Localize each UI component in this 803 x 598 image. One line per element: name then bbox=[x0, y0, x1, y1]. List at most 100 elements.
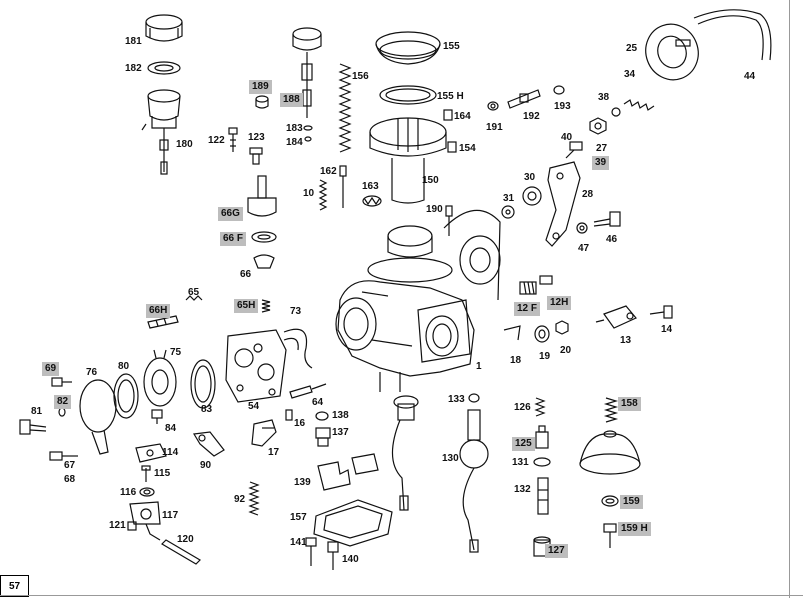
part-117-bracket-drawing bbox=[129, 501, 161, 541]
callout-139[interactable]: 139 bbox=[294, 477, 311, 488]
callout-121[interactable]: 121 bbox=[109, 520, 126, 531]
callout-54[interactable]: 54 bbox=[248, 401, 260, 412]
part-156-spring-drawing bbox=[338, 63, 352, 153]
callout-31[interactable]: 31 bbox=[503, 193, 515, 204]
callout-92[interactable]: 92 bbox=[234, 494, 246, 505]
callout-162[interactable]: 162 bbox=[320, 166, 337, 177]
part-44-hose-drawing bbox=[693, 9, 772, 61]
part-12f-fitting-drawing bbox=[519, 281, 537, 295]
callout-122[interactable]: 122 bbox=[208, 135, 225, 146]
callout-155-h[interactable]: 155 H bbox=[437, 91, 464, 102]
callout-64[interactable]: 64 bbox=[312, 397, 324, 408]
callout-189[interactable]: 189 bbox=[249, 80, 272, 94]
callout-34[interactable]: 34 bbox=[624, 69, 636, 80]
callout-65h[interactable]: 65H bbox=[234, 299, 259, 313]
callout-16[interactable]: 16 bbox=[294, 418, 306, 429]
part-158-spring-drawing bbox=[603, 397, 619, 423]
callout-66[interactable]: 66 bbox=[240, 269, 252, 280]
callout-80[interactable]: 80 bbox=[118, 361, 130, 372]
callout-125[interactable]: 125 bbox=[512, 437, 535, 451]
callout-65[interactable]: 65 bbox=[188, 287, 200, 298]
callout-1[interactable]: 1 bbox=[476, 361, 482, 372]
callout-73[interactable]: 73 bbox=[290, 306, 302, 317]
part-130-pipe-drawing bbox=[459, 409, 489, 553]
callout-69[interactable]: 69 bbox=[42, 362, 60, 376]
callout-127[interactable]: 127 bbox=[545, 544, 568, 558]
callout-67[interactable]: 67 bbox=[64, 460, 76, 471]
callout-40[interactable]: 40 bbox=[561, 132, 573, 143]
callout-180[interactable]: 180 bbox=[176, 139, 193, 150]
callout-140[interactable]: 140 bbox=[342, 554, 359, 565]
part-115-screw-drawing bbox=[141, 465, 151, 482]
callout-19[interactable]: 19 bbox=[539, 351, 551, 362]
part-155h-ring-drawing bbox=[379, 85, 437, 105]
callout-20[interactable]: 20 bbox=[560, 345, 572, 356]
callout-116[interactable]: 116 bbox=[120, 487, 137, 498]
callout-181[interactable]: 181 bbox=[125, 36, 142, 47]
callout-137[interactable]: 137 bbox=[332, 427, 349, 438]
callout-184[interactable]: 184 bbox=[286, 137, 303, 148]
callout-130[interactable]: 130 bbox=[442, 453, 459, 464]
callout-132[interactable]: 132 bbox=[514, 484, 531, 495]
callout-141[interactable]: 141 bbox=[290, 537, 307, 548]
callout-12h[interactable]: 12H bbox=[547, 296, 572, 310]
callout-18[interactable]: 18 bbox=[510, 355, 522, 366]
callout-14[interactable]: 14 bbox=[661, 324, 673, 335]
callout-84[interactable]: 84 bbox=[165, 423, 177, 434]
callout-82[interactable]: 82 bbox=[54, 395, 72, 409]
callout-154[interactable]: 154 bbox=[459, 143, 476, 154]
callout-157[interactable]: 157 bbox=[290, 512, 307, 523]
callout-38[interactable]: 38 bbox=[598, 92, 610, 103]
callout-150[interactable]: 150 bbox=[422, 175, 439, 186]
callout-66g[interactable]: 66G bbox=[218, 207, 243, 221]
part-90-linkage-drawing bbox=[193, 431, 225, 457]
callout-193[interactable]: 193 bbox=[554, 101, 571, 112]
callout-10[interactable]: 10 bbox=[303, 188, 315, 199]
callout-126[interactable]: 126 bbox=[514, 402, 531, 413]
callout-120[interactable]: 120 bbox=[177, 534, 194, 545]
callout-68[interactable]: 68 bbox=[64, 474, 76, 485]
callout-47[interactable]: 47 bbox=[578, 243, 590, 254]
callout-156[interactable]: 156 bbox=[352, 71, 369, 82]
callout-159[interactable]: 159 bbox=[620, 495, 643, 509]
callout-76[interactable]: 76 bbox=[86, 367, 98, 378]
callout-75[interactable]: 75 bbox=[170, 347, 182, 358]
part-84-fitting-drawing bbox=[151, 409, 163, 424]
callout-163[interactable]: 163 bbox=[362, 181, 379, 192]
callout-30[interactable]: 30 bbox=[524, 172, 536, 183]
callout-192[interactable]: 192 bbox=[523, 111, 540, 122]
callout-83[interactable]: 83 bbox=[201, 404, 213, 415]
callout-27[interactable]: 27 bbox=[596, 143, 608, 154]
callout-159-h[interactable]: 159 H bbox=[618, 522, 651, 536]
callout-114[interactable]: 114 bbox=[162, 447, 179, 458]
callout-183[interactable]: 183 bbox=[286, 123, 303, 134]
callout-188[interactable]: 188 bbox=[280, 93, 303, 107]
callout-17[interactable]: 17 bbox=[268, 447, 280, 458]
callout-138[interactable]: 138 bbox=[332, 410, 349, 421]
callout-90[interactable]: 90 bbox=[200, 460, 212, 471]
callout-12f[interactable]: 12 F bbox=[514, 302, 541, 316]
callout-123[interactable]: 123 bbox=[248, 132, 265, 143]
callout-190[interactable]: 190 bbox=[426, 204, 443, 215]
callout-46[interactable]: 46 bbox=[606, 234, 618, 245]
callout-66h[interactable]: 66H bbox=[146, 304, 171, 318]
part-38-washer-drawing bbox=[611, 107, 621, 117]
callout-39[interactable]: 39 bbox=[592, 156, 610, 170]
callout-182[interactable]: 182 bbox=[125, 63, 142, 74]
callout-81[interactable]: 81 bbox=[31, 406, 43, 417]
callout-155[interactable]: 155 bbox=[443, 41, 460, 52]
callout-158[interactable]: 158 bbox=[618, 397, 641, 411]
part-164-plug-drawing bbox=[443, 109, 453, 121]
callout-13[interactable]: 13 bbox=[620, 335, 632, 346]
callout-191[interactable]: 191 bbox=[486, 122, 503, 133]
callout-25[interactable]: 25 bbox=[626, 43, 638, 54]
callout-44[interactable]: 44 bbox=[744, 71, 756, 82]
callout-117[interactable]: 117 bbox=[162, 510, 179, 521]
callout-115[interactable]: 115 bbox=[154, 468, 171, 479]
callout-66f[interactable]: 66 F bbox=[220, 232, 247, 246]
callout-164[interactable]: 164 bbox=[454, 111, 471, 122]
callout-131[interactable]: 131 bbox=[512, 457, 529, 468]
callout-133[interactable]: 133 bbox=[448, 394, 465, 405]
part-157-gasket-drawing bbox=[313, 499, 393, 547]
callout-28[interactable]: 28 bbox=[582, 189, 594, 200]
